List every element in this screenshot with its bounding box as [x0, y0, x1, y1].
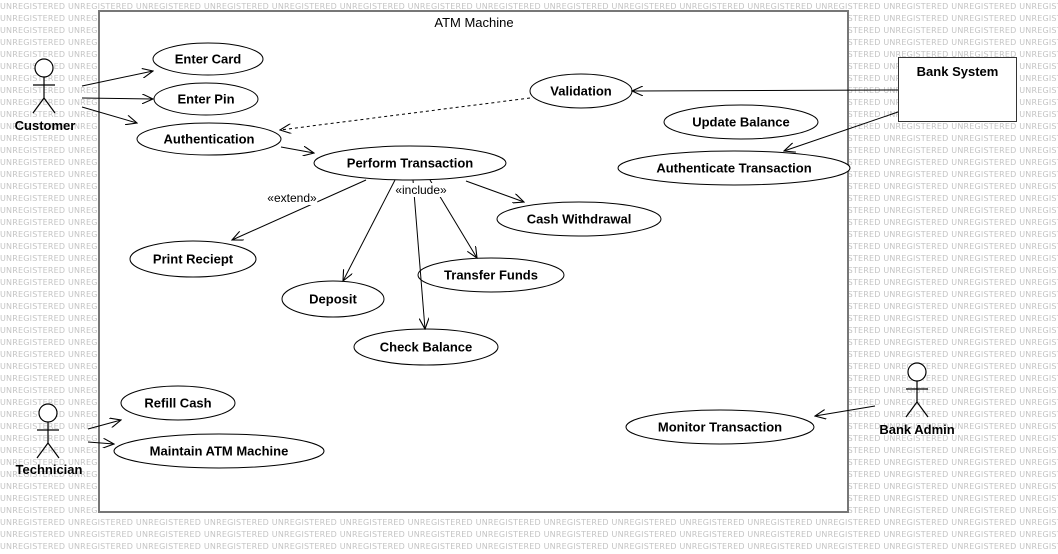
uc-deposit[interactable]: Deposit	[309, 291, 357, 307]
uc-deposit-shape[interactable]	[281, 280, 385, 318]
edge-customer-enter-pin	[81, 98, 153, 99]
uc-authenticate-transaction[interactable]: Authenticate Transaction	[656, 160, 812, 176]
uc-validation[interactable]: Validation	[550, 83, 612, 99]
bank-system-box[interactable]: Bank System	[898, 57, 1017, 122]
actor-bank-admin-figure[interactable]	[905, 362, 929, 418]
uc-transfer-funds-shape[interactable]	[417, 257, 565, 293]
uc-monitor-transaction-shape[interactable]	[625, 409, 815, 445]
uc-enter-card[interactable]: Enter Card	[174, 51, 242, 67]
uc-authentication[interactable]: Authentication	[163, 131, 255, 147]
edge-authentication-perform	[280, 147, 314, 153]
uc-maintain-atm[interactable]: Maintain ATM Machine	[149, 443, 289, 459]
actor-technician-label: Technician	[15, 462, 83, 477]
uc-authenticate-transaction-shape[interactable]	[617, 150, 851, 186]
uc-cash-withdrawal[interactable]: Cash Withdrawal	[526, 211, 632, 227]
uc-cash-withdrawal-shape[interactable]	[496, 201, 662, 237]
uc-maintain-atm-shape[interactable]	[113, 433, 325, 469]
uc-check-balance[interactable]: Check Balance	[379, 339, 473, 355]
watermark-text: UNREGISTERED UNREGISTERED UNREGISTERED U…	[0, 530, 1058, 539]
uc-monitor-transaction[interactable]: Monitor Transaction	[657, 419, 783, 435]
bank-system-label: Bank System	[916, 64, 999, 79]
uc-refill-cash[interactable]: Refill Cash	[144, 395, 212, 411]
uc-perform-transaction-shape[interactable]	[313, 145, 507, 181]
edge-technician-refill-cash	[87, 420, 121, 430]
uc-update-balance[interactable]: Update Balance	[692, 114, 790, 130]
actor-technician-figure[interactable]	[36, 403, 60, 459]
stereotype-include: «include»	[394, 183, 448, 197]
stereotype-extend: «extend»	[266, 191, 318, 205]
uc-print-receipt[interactable]: Print Reciept	[152, 251, 234, 267]
edge-include-cash-withdrawal	[465, 180, 524, 202]
uc-transfer-funds[interactable]: Transfer Funds	[444, 267, 538, 283]
edge-customer-authentication	[81, 106, 137, 123]
uc-enter-pin[interactable]: Enter Pin	[177, 91, 235, 107]
uc-perform-transaction[interactable]: Perform Transaction	[346, 155, 474, 171]
uc-update-balance-shape[interactable]	[663, 104, 819, 140]
edge-bank-authenticate-transaction	[784, 111, 899, 151]
edge-technician-maintain	[87, 442, 114, 444]
edge-extend-print-receipt	[232, 179, 367, 240]
watermark-text: UNREGISTERED UNREGISTERED UNREGISTERED U…	[0, 542, 1058, 551]
edge-validation-authentication	[280, 97, 531, 130]
watermark-text: UNREGISTERED UNREGISTERED UNREGISTERED U…	[0, 2, 1058, 11]
uc-refill-cash-shape[interactable]	[120, 385, 236, 421]
edge-admin-monitor	[815, 405, 876, 416]
uc-print-receipt-shape[interactable]	[129, 240, 257, 278]
edge-include-deposit	[343, 179, 396, 281]
system-title: ATM Machine	[434, 15, 514, 30]
watermark-text: UNREGISTERED UNREGISTERED UNREGISTERED U…	[0, 518, 1058, 527]
uc-enter-card-shape[interactable]	[152, 42, 264, 76]
edge-customer-enter-card	[81, 71, 153, 87]
actor-customer-figure[interactable]	[32, 58, 56, 114]
edge-include-check-balance	[412, 179, 425, 329]
uc-authentication-shape[interactable]	[136, 122, 282, 156]
edge-bank-validation	[632, 90, 899, 91]
actor-bank-admin-label: Bank Admin	[879, 422, 955, 437]
actor-customer-label: Customer	[14, 118, 76, 133]
